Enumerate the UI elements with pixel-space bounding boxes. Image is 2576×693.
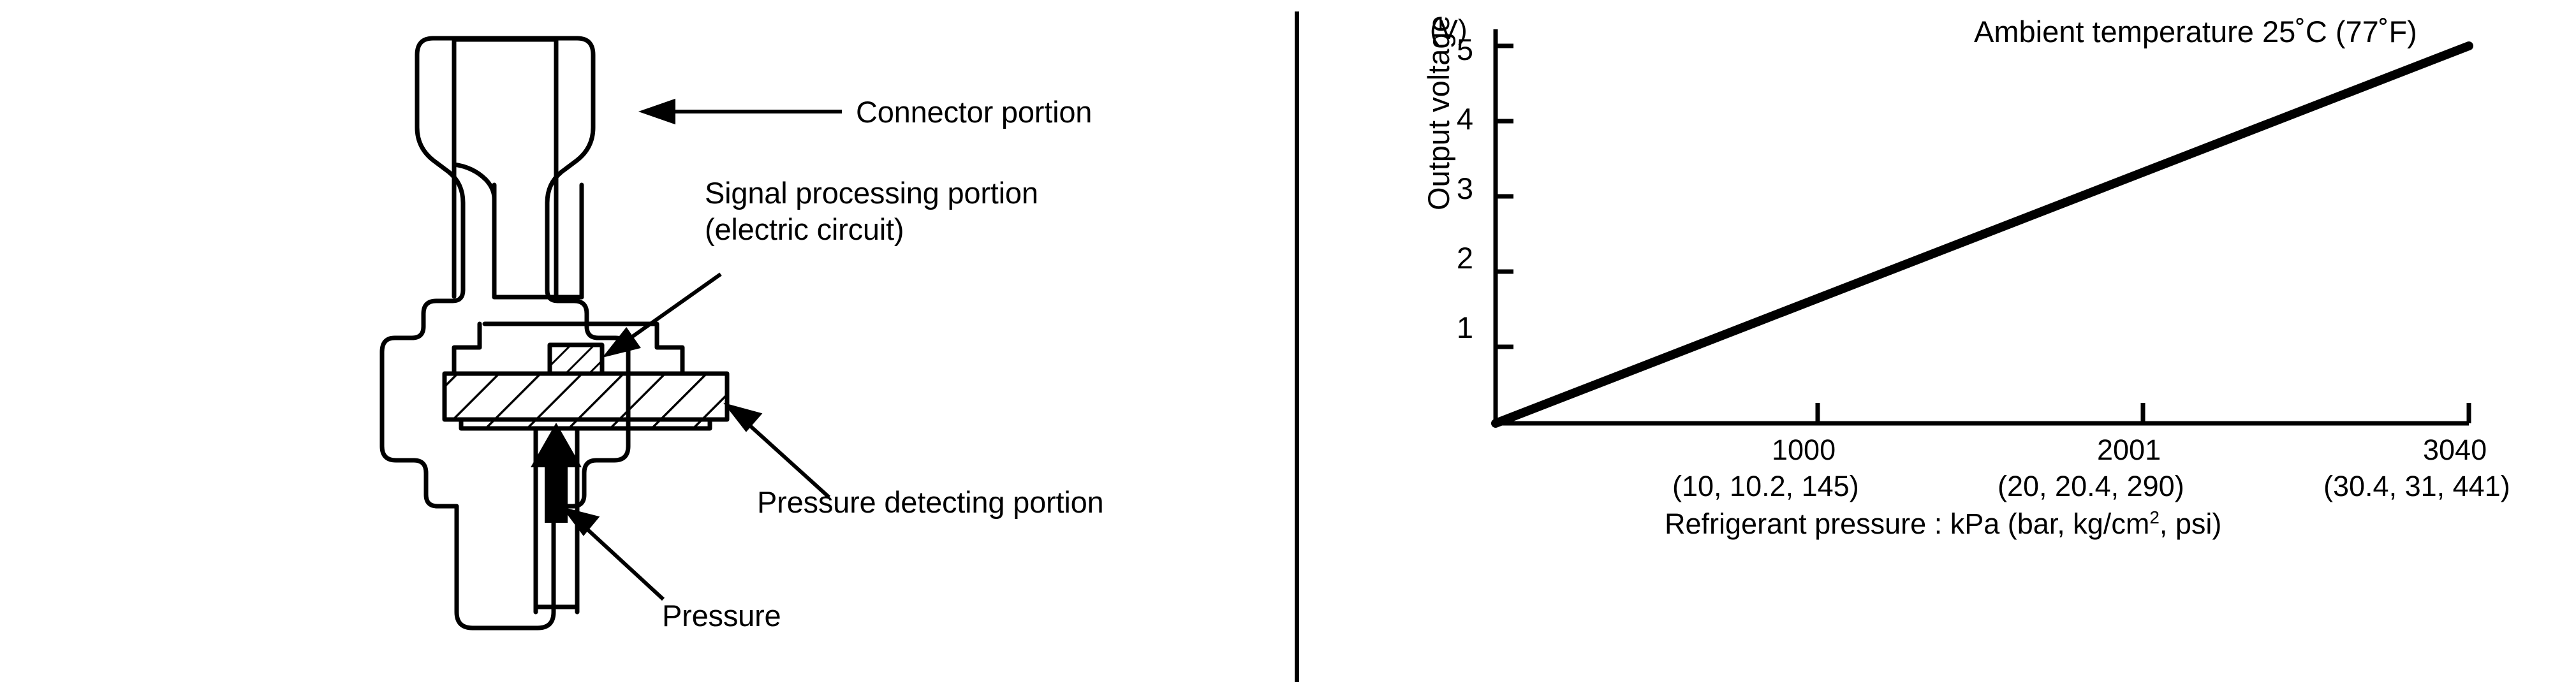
x-tick-sublabel-3: (30.4, 31, 441) [2323,470,2510,502]
x-tick-marks [1815,403,2471,423]
x-tick-label-1000: 1000 [1772,434,1836,466]
label-connector-portion: Connector portion [856,95,1093,129]
x-tick-sublabel-2: (20, 20.4, 290) [1998,470,2184,502]
output-voltage-line [1491,41,2473,428]
pressure-detecting-diaphragm [442,371,730,431]
x-tick-label-2001: 2001 [2097,434,2161,466]
connector-funnel-left [452,162,497,201]
x-axis-caption-superscript: 2 [2149,507,2160,527]
x-axis-caption-suffix: , psi) [2159,507,2222,540]
y-tick-label-3: 3 [1456,171,1473,205]
label-pressure: Pressure [662,599,781,632]
y-tick-label-1: 1 [1456,310,1473,344]
y-tick-marks [1496,43,1513,349]
signal-processing-chip [547,342,605,376]
inner-cavity-wall [452,321,685,376]
x-tick-sublabel-1: (10, 10.2, 145) [1672,470,1859,502]
x-tick-label-3040: 3040 [2423,434,2487,466]
sensor-cross-section-drawing [379,36,842,631]
y-tick-label-4: 4 [1456,102,1473,136]
pressure-arrow-up-icon [531,423,582,523]
chart-plot-area [1491,29,2473,428]
sensor-outer-body [379,36,631,631]
y-tick-label-2: 2 [1456,241,1473,275]
leader-signal-processing [602,272,722,358]
leader-connector [638,98,842,125]
sensor-diagram-panel: Connector portion Signal processing port… [0,0,1282,693]
y-tick-label-5: 5 [1456,33,1473,66]
y-axis-unit: (V) [1430,14,1468,45]
label-signal-processing-line2: (electric circuit) [705,212,904,246]
leader-pressure [561,506,665,601]
output-voltage-chart-panel: Ambient temperature 25˚C (77˚F) (V) Outp… [1314,0,2576,693]
label-signal-processing-line1: Signal processing portion [705,176,1038,210]
panel-divider [1295,11,1299,682]
chart-title: Ambient temperature 25˚C (77˚F) [1974,15,2417,48]
leader-pressure-detecting [723,402,831,499]
x-axis-caption-prefix: Refrigerant pressure : kPa (bar, kg/cm [1665,507,2150,540]
label-pressure-detecting-portion: Pressure detecting portion [757,485,1104,519]
x-axis-caption: Refrigerant pressure : kPa (bar, kg/cm2,… [1665,507,2221,541]
